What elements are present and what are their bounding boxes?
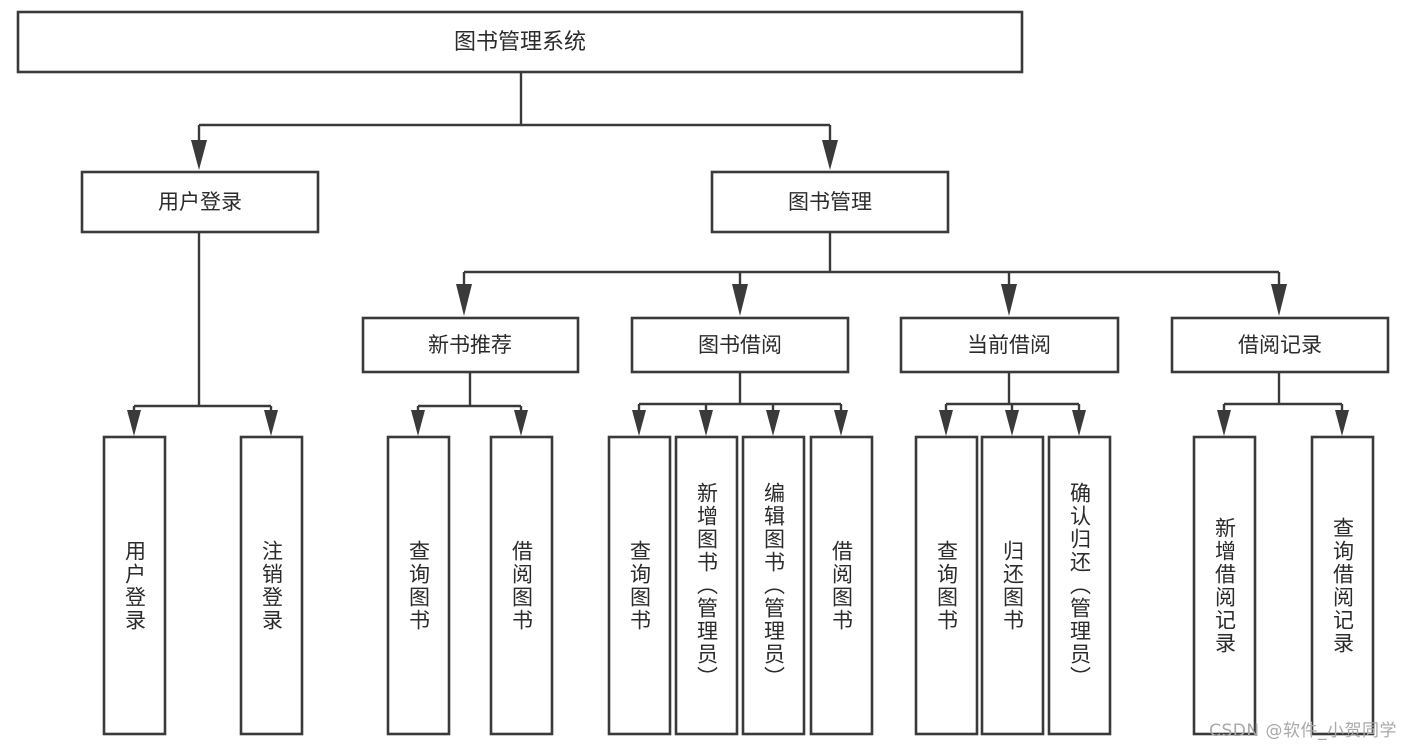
node-new-book-recommend[interactable]: 新书推荐 (361, 316, 580, 374)
node-book-borrow-label: 图书借阅 (698, 333, 782, 357)
node-book-manage[interactable]: 图书管理 (710, 170, 950, 234)
node-user-login[interactable]: 用户登录 (80, 170, 320, 234)
node-new-book-recommend-label: 新书推荐 (428, 333, 512, 357)
arrow-head-leaf-edit-book (766, 410, 780, 436)
arrow-head-leaf-borrow-book-1 (514, 410, 528, 436)
arrow-head-leaf-add-book (699, 410, 713, 436)
arrow-head-leaf-confirm-return (1072, 410, 1086, 436)
node-book-borrow-box[interactable] (630, 316, 850, 374)
node-leaf-borrow-book-2-box[interactable] (809, 435, 874, 736)
node-leaf-query-record-box[interactable] (1310, 435, 1375, 736)
node-book-manage-label: 图书管理 (788, 190, 872, 214)
arrow-head-leaf-logout (264, 410, 278, 436)
node-leaf-borrow-book-1-box[interactable] (489, 435, 554, 736)
arrow-head-current-borrow (1001, 284, 1017, 316)
node-book-manage-box[interactable] (710, 170, 950, 234)
node-leaf-add-record-box[interactable] (1192, 435, 1257, 736)
node-leaf-user-login-box[interactable] (102, 435, 167, 736)
arrow-head-book-manage (822, 140, 838, 170)
node-root-box[interactable] (16, 10, 1024, 74)
arrow-head-leaf-query-book-1 (411, 410, 425, 436)
arrow-head-leaf-user-login (127, 410, 141, 436)
node-leaf-confirm-return-box[interactable] (1047, 435, 1112, 736)
arrow-head-leaf-return-book (1005, 410, 1019, 436)
node-current-borrow-box[interactable] (899, 316, 1120, 374)
arrow-head-borrow-record (1271, 284, 1287, 316)
node-current-borrow[interactable]: 当前借阅 (899, 316, 1120, 374)
node-new-book-recommend-box[interactable] (361, 316, 580, 374)
arrow-head-user-login (191, 140, 207, 170)
arrow-head-leaf-query-record (1335, 410, 1349, 436)
leaf-box-layer (102, 435, 1375, 736)
node-leaf-query-book-3-box[interactable] (914, 435, 979, 736)
node-leaf-add-book-box[interactable] (674, 435, 739, 736)
node-user-login-box[interactable] (80, 170, 320, 234)
node-root[interactable]: 图书管理系统 (16, 10, 1024, 74)
node-borrow-record-box[interactable] (1170, 316, 1390, 374)
arrow-head-leaf-query-book-3 (939, 410, 953, 436)
connector-layer (127, 72, 1349, 436)
node-book-borrow[interactable]: 图书借阅 (630, 316, 850, 374)
arrow-head-leaf-borrow-book-2 (834, 410, 848, 436)
node-current-borrow-label: 当前借阅 (967, 333, 1051, 357)
arrow-head-leaf-add-record (1217, 410, 1231, 436)
node-root-label: 图书管理系统 (454, 30, 586, 55)
node-leaf-query-book-2-box[interactable] (607, 435, 672, 736)
node-leaf-return-book-box[interactable] (980, 435, 1045, 736)
node-leaf-query-book-1-box[interactable] (386, 435, 451, 736)
arrow-head-new-book-recommend (456, 284, 472, 316)
node-leaf-edit-book-box[interactable] (741, 435, 806, 736)
node-leaf-logout-box[interactable] (239, 435, 304, 736)
node-user-login-label: 用户登录 (158, 190, 242, 214)
arrow-head-book-borrow (732, 284, 748, 316)
node-borrow-record[interactable]: 借阅记录 (1170, 316, 1390, 374)
node-borrow-record-label: 借阅记录 (1238, 333, 1322, 357)
watermark-text: CSDN @软件_小贺同学 (1209, 721, 1397, 741)
arrow-head-leaf-query-book-2 (632, 410, 646, 436)
